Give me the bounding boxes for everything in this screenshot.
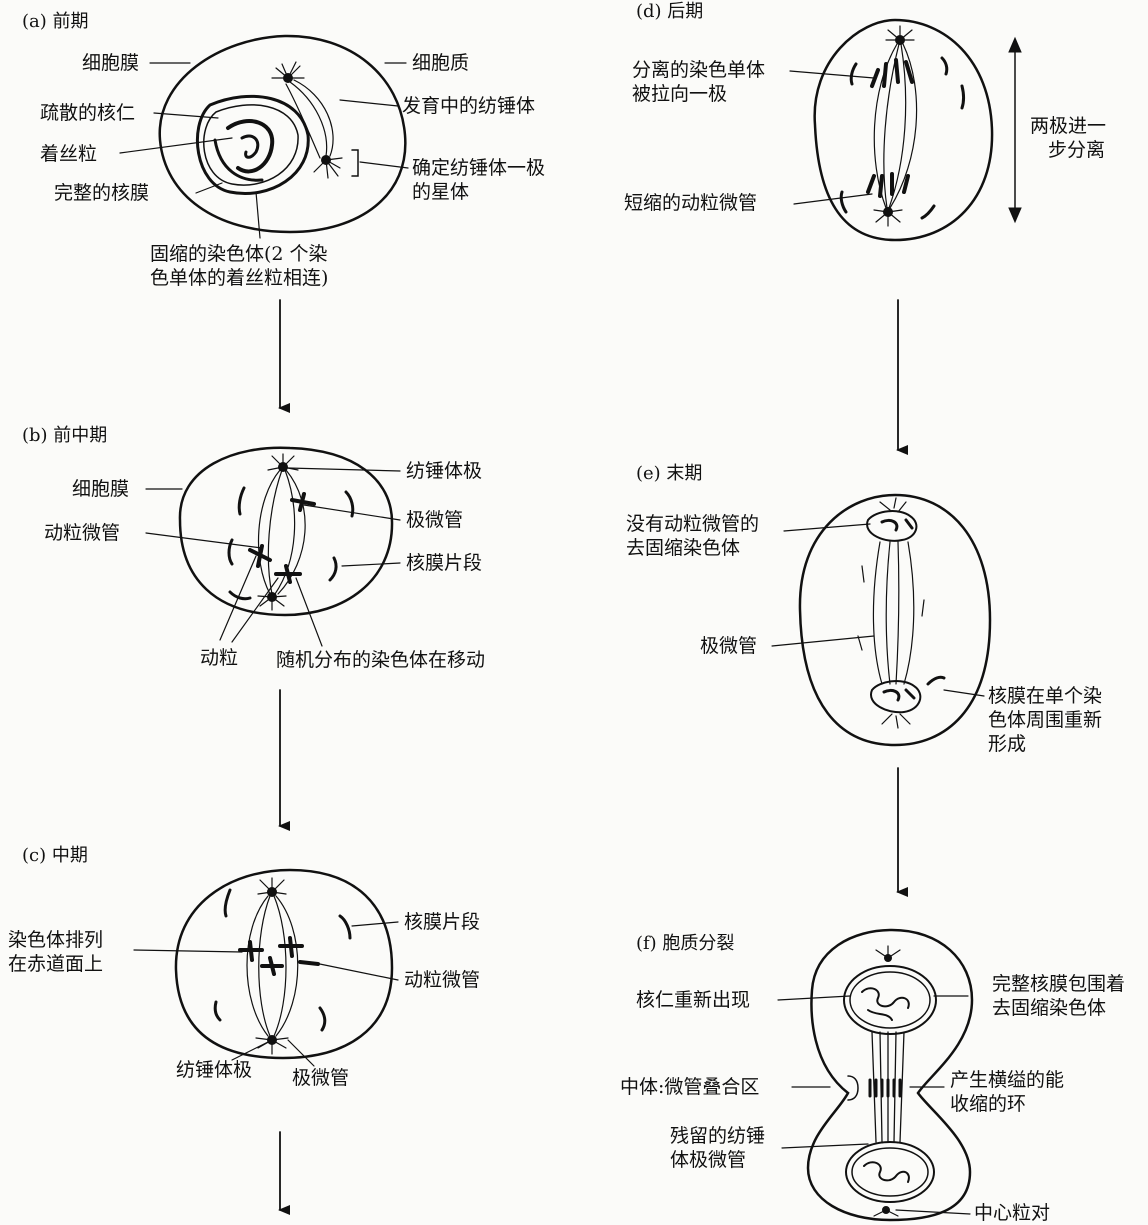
label-ring-line2: 收缩的环: [950, 1093, 1027, 1115]
label-nucleolus-reappears: 核仁重新出现: [636, 989, 751, 1011]
label-reform-line3: 形成: [988, 733, 1027, 755]
cell-metaphase: [174, 868, 394, 1060]
label-envelope-line2: 去固缩染色体: [992, 997, 1107, 1019]
label-shortened-mt: 短缩的动粒微管: [624, 192, 758, 214]
cell-cytokinesis: [806, 928, 974, 1222]
label-reform-line1: 核膜在单个染: [988, 685, 1103, 707]
title-prometaphase: (b) 前中期: [22, 425, 108, 446]
label-equator-line1: 染色体排列: [8, 929, 104, 951]
label-residual-line1: 残留的纺锤: [670, 1125, 766, 1147]
label-decondensed-line2: 去固缩染色体: [626, 537, 741, 559]
label-spindle-pole-c: 纺锤体极: [176, 1059, 253, 1081]
stage-arrows: [278, 299, 908, 1215]
label-residual-line2: 体极微管: [670, 1149, 747, 1171]
label-cell-membrane-a: 细胞膜: [82, 52, 140, 74]
label-kinetochore: 动粒: [200, 647, 239, 669]
label-ring-line1: 产生横缢的能: [950, 1069, 1065, 1091]
label-envelope-fragment-b: 核膜片段: [406, 552, 483, 574]
label-kinetochore-mt-b: 动粒微管: [44, 522, 121, 544]
label-poles-line1: 两极进一: [1030, 115, 1107, 137]
label-midbody: 中体:微管叠合区: [620, 1076, 760, 1098]
title-anaphase: (d) 后期: [636, 1, 704, 22]
label-envelope-fragment-c: 核膜片段: [404, 911, 481, 933]
label-poles-line2: 步分离: [1048, 139, 1106, 161]
label-cell-membrane-b: 细胞膜: [72, 478, 130, 500]
label-chromosome-line1: 固缩的染色体(2 个染: [150, 243, 328, 265]
leader-lines: [119, 62, 985, 1215]
title-telophase: (e) 末期: [636, 463, 703, 484]
label-separated-line1: 分离的染色单体: [632, 59, 766, 81]
cell-prometaphase: [178, 446, 394, 617]
label-reform-line2: 色体周围重新: [988, 709, 1103, 731]
cell-prophase: [158, 34, 407, 234]
title-metaphase: (c) 中期: [22, 845, 88, 866]
label-aster-line2: 的星体: [412, 181, 470, 203]
label-cytoplasm: 细胞质: [412, 52, 470, 74]
cell-anaphase: [813, 18, 1022, 242]
label-centriole-pair: 中心粒对: [974, 1202, 1051, 1224]
label-envelope-line1: 完整核膜包围着: [992, 973, 1126, 995]
label-moving-chromosomes: 随机分布的染色体在移动: [276, 649, 486, 671]
label-spindle-pole-b: 纺锤体极: [406, 460, 483, 482]
label-centromere: 着丝粒: [40, 143, 98, 165]
label-separated-line2: 被拉向一极: [632, 83, 728, 105]
label-equator-line2: 在赤道面上: [8, 953, 104, 975]
title-prophase: (a) 前期: [22, 11, 89, 32]
label-decondensed-line1: 没有动粒微管的: [626, 513, 760, 535]
label-intact-envelope: 完整的核膜: [54, 182, 150, 204]
label-polar-mt-c: 极微管: [292, 1067, 350, 1089]
label-kinetochore-mt-c: 动粒微管: [404, 969, 481, 991]
label-developing-spindle: 发育中的纺锤体: [402, 95, 536, 117]
cell-telophase: [798, 493, 992, 747]
label-chromosome-line2: 色单体的着丝粒相连): [150, 267, 329, 289]
label-dispersed-nucleolus: 疏散的核仁: [40, 102, 136, 124]
label-polar-mt-e: 极微管: [700, 635, 758, 657]
label-polar-mt-b: 极微管: [406, 509, 464, 531]
label-aster-line1: 确定纺锤体一极: [412, 157, 546, 179]
title-cytokinesis: (f) 胞质分裂: [636, 933, 735, 954]
